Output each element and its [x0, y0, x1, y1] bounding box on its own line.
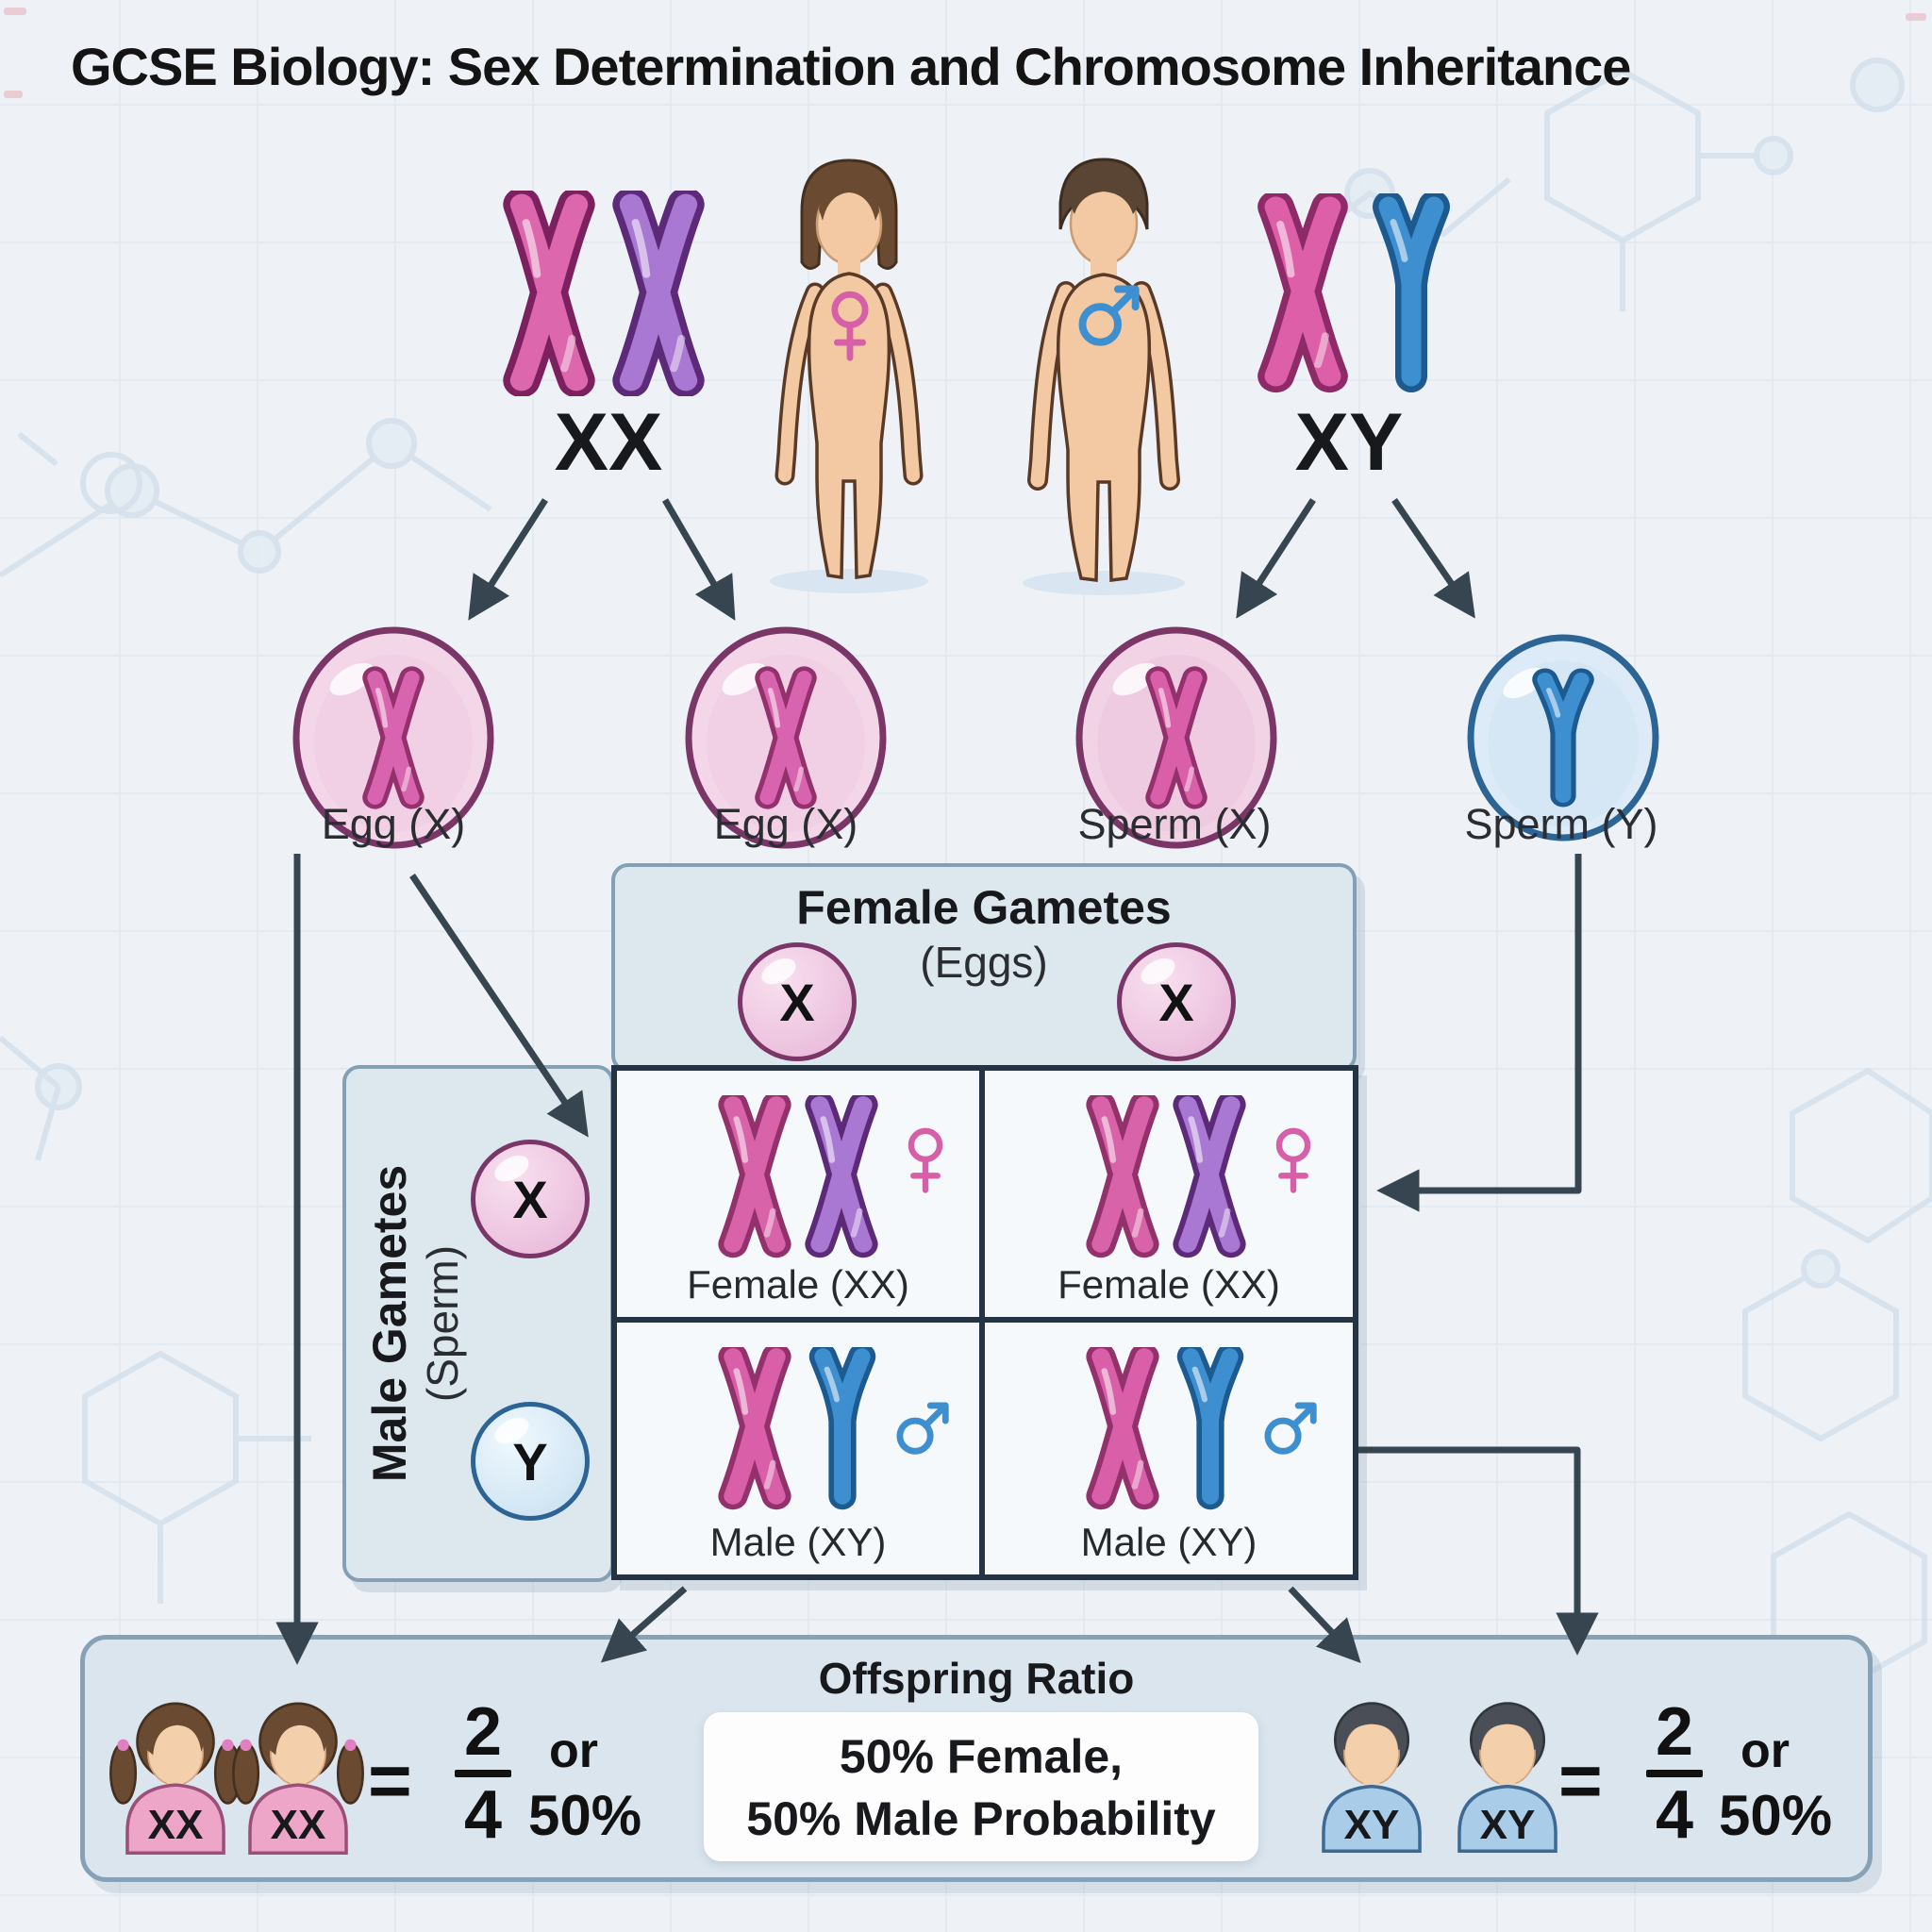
row-gamete-x-badge: X — [471, 1140, 590, 1258]
arrow-xy-to-spermx — [1236, 498, 1316, 619]
cell-label-female-1: Female (XX) — [687, 1262, 909, 1307]
punnett-row-header: Male Gametes (Sperm) X Y — [342, 1065, 614, 1582]
punnett-cell-male-2: Male (XY) — [985, 1323, 1353, 1574]
arrow-spermy-to-punnett — [1376, 854, 1582, 1212]
arrow-xx-to-egg1 — [468, 498, 548, 621]
page-title: GCSE Biology: Sex Determination and Chro… — [71, 37, 1631, 96]
row-gamete-x-letter: X — [512, 1169, 548, 1229]
female-chromosome-pair-xx — [492, 191, 724, 396]
boy1-chest-label: XY — [1343, 1802, 1400, 1848]
male-fraction-numerator: 2 — [1655, 1694, 1694, 1770]
col-gamete-x2-letter: X — [1158, 972, 1194, 1032]
cell-xy-chromosomes — [711, 1347, 985, 1526]
sperm-y-cell — [1467, 634, 1659, 841]
male-equals-sign: = — [1558, 1739, 1603, 1823]
cell-xx-chromosomes — [1079, 1095, 1343, 1274]
arrow-xx-to-egg2 — [661, 498, 736, 621]
female-fraction-denominator: 4 — [463, 1777, 503, 1853]
offspring-ratio-title: Offspring Ratio — [818, 1654, 1135, 1703]
sperm-y-label: Sperm (Y) — [1464, 800, 1658, 848]
boy2-chest-label: XY — [1479, 1802, 1536, 1848]
arrow-xy-to-spermy — [1391, 498, 1475, 619]
punnett-cell-female-1: Female (XX) — [617, 1071, 985, 1323]
cell-label-male-2: Male (XY) — [1080, 1520, 1257, 1564]
female-figure — [770, 158, 928, 593]
punnett-cell-male-1: Male (XY) — [617, 1323, 985, 1574]
punnett-col-header: Female Gametes (Eggs) X X — [611, 863, 1357, 1073]
female-symbol-icon — [1279, 1131, 1307, 1191]
sperm-x-cell — [1075, 626, 1277, 849]
male-karyotype-label: XY — [1294, 397, 1404, 488]
probability-line1: 50% Female, — [839, 1730, 1124, 1783]
girl2-chest-label: XX — [270, 1802, 326, 1848]
arrow-punnett-to-offspring-right — [1358, 1446, 1599, 1656]
cell-xy-chromosomes — [1079, 1347, 1353, 1526]
col-gamete-x2-badge: X — [1117, 942, 1236, 1061]
female-fraction-numerator: 2 — [463, 1694, 503, 1770]
cell-label-female-2: Female (XX) — [1058, 1262, 1280, 1307]
female-equals-sign: = — [368, 1739, 412, 1823]
female-symbol-icon — [911, 1131, 940, 1191]
male-percent-text: 50% — [1719, 1784, 1833, 1847]
male-symbol-icon — [1268, 1406, 1313, 1451]
row-gamete-y-letter: Y — [512, 1431, 548, 1491]
girl1-chest-label: XX — [147, 1802, 204, 1848]
probability-line2: 50% Male Probability — [746, 1792, 1216, 1845]
female-percent-text: 50% — [528, 1784, 642, 1847]
male-fraction: 2 4 — [1637, 1698, 1712, 1849]
male-or-text: or — [1740, 1724, 1790, 1778]
punnett-cell-female-2: Female (XX) — [985, 1071, 1353, 1323]
male-fraction-denominator: 4 — [1655, 1777, 1694, 1853]
female-karyotype-label: XX — [554, 397, 663, 488]
cell-label-male-1: Male (XY) — [709, 1520, 887, 1564]
punnett-row-title: Male Gametes — [363, 1164, 416, 1483]
cell-xx-chromosomes — [711, 1095, 975, 1274]
offspring-ratio-box: Offspring Ratio 50% Female, 50% Male Pro… — [80, 1635, 1873, 1882]
female-fraction: 2 4 — [445, 1698, 521, 1849]
fraction-bar — [1646, 1770, 1703, 1777]
sperm-x-label: Sperm (X) — [1077, 800, 1272, 848]
egg1-label: Egg (X) — [321, 800, 466, 848]
fraction-bar — [455, 1770, 511, 1777]
male-chromosome-pair-xy — [1247, 193, 1464, 396]
row-gamete-y-badge: Y — [471, 1402, 590, 1521]
egg2-label: Egg (X) — [713, 800, 858, 848]
col-gamete-x1-badge: X — [738, 942, 857, 1061]
male-symbol-icon — [900, 1406, 945, 1451]
egg-x-cell-2 — [685, 626, 887, 849]
male-figure — [1023, 158, 1185, 595]
punnett-row-subtitle: (Sperm) — [418, 1244, 467, 1403]
punnett-col-subtitle: (Eggs) — [920, 938, 1048, 987]
punnett-grid: Female (XX) Female (XX) Male (XY) — [611, 1065, 1358, 1580]
female-or-text: or — [549, 1724, 598, 1778]
egg-x-cell-1 — [292, 626, 494, 849]
probability-box: 50% Female, 50% Male Probability — [704, 1712, 1258, 1861]
col-gamete-x1-letter: X — [779, 972, 815, 1032]
punnett-col-title: Female Gametes — [796, 881, 1172, 934]
